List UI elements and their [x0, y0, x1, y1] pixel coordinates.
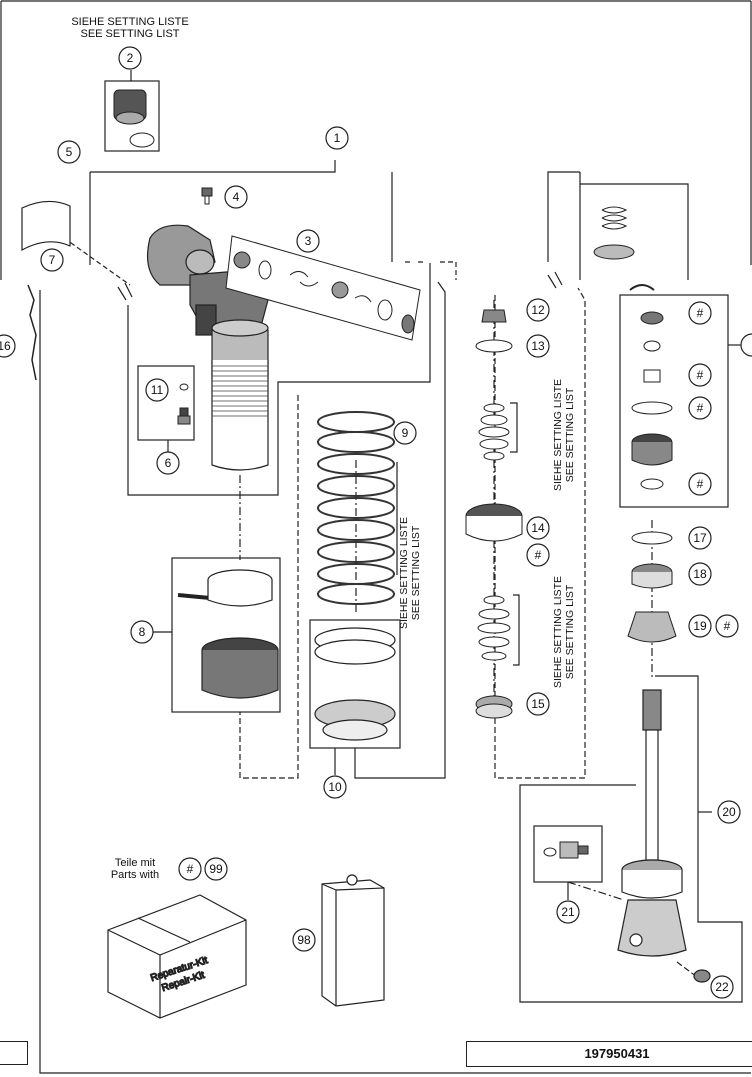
right-column-parts	[593, 206, 677, 643]
callout-2: 2	[118, 46, 142, 70]
part10-spring-seat	[314, 627, 396, 741]
legend-99: 99	[204, 857, 228, 881]
svg-text:18: 18	[693, 567, 707, 581]
svg-text:#: #	[724, 619, 731, 633]
legend-hash: #	[178, 857, 202, 881]
svg-text:#: #	[535, 548, 542, 562]
callout-22: 22	[710, 975, 734, 999]
callout-11: 11	[145, 378, 169, 402]
spring-leader	[239, 395, 299, 779]
svg-text:9: 9	[402, 426, 409, 440]
callout-20: 20	[717, 800, 741, 824]
tear-edge	[27, 284, 37, 381]
svg-text:99: 99	[209, 862, 223, 876]
svg-text:22: 22	[715, 980, 729, 994]
part8-collar	[177, 569, 279, 699]
callout-16: 16	[0, 334, 16, 358]
svg-text:8: 8	[139, 625, 146, 639]
frame-bottom	[39, 290, 751, 1074]
part21-valve	[543, 841, 589, 859]
svg-text:6: 6	[165, 456, 172, 470]
callout-18: 18	[688, 562, 712, 586]
svg-text:#: #	[697, 477, 704, 491]
callout-98: 98	[292, 928, 316, 952]
shim-stack	[465, 309, 523, 719]
part20-shaft	[617, 689, 711, 983]
svg-text:11: 11	[151, 383, 164, 397]
callout-right-hash-3: #	[688, 396, 712, 420]
svg-text:#: #	[697, 401, 704, 415]
svg-text:21: 21	[561, 905, 575, 919]
callout-7: 7	[40, 248, 64, 272]
svg-text:98: 98	[297, 933, 311, 947]
callout-5: 5	[57, 140, 81, 164]
svg-text:20: 20	[722, 805, 736, 819]
svg-text:1: 1	[334, 131, 341, 145]
group1-body	[127, 263, 431, 496]
right-group-top	[580, 183, 689, 280]
callout-right-hash-1: #	[688, 301, 712, 325]
part-number: 197950431	[466, 1041, 752, 1067]
callout-15: 15	[526, 692, 550, 716]
svg-text:10: 10	[328, 780, 342, 794]
setting-note-line1: SIEHE SETTING LISTE	[71, 16, 189, 28]
callout-17: 17	[688, 526, 712, 550]
callout-10: 10	[323, 775, 347, 799]
svg-text:16: 16	[0, 339, 11, 353]
svg-text:#: #	[697, 368, 704, 382]
kit-legend: Teile mit Parts with	[110, 857, 160, 881]
callout-right-hash-4: #	[688, 472, 712, 496]
part11-washer	[177, 383, 191, 425]
part7-sleeve	[21, 200, 71, 252]
left-box	[0, 1041, 28, 1065]
shim-leader	[494, 287, 586, 779]
part9-spring	[317, 411, 395, 605]
repair-kit-box: Reparatur-Kit Repair-Kit	[107, 894, 247, 1019]
callout-14-hash: #	[526, 543, 550, 567]
svg-text:12: 12	[531, 303, 545, 317]
callout-9: 9	[393, 421, 417, 445]
svg-text:17: 17	[693, 531, 707, 545]
callout-19-hash: #	[715, 614, 739, 638]
svg-text:7: 7	[49, 253, 56, 267]
group20-box	[519, 675, 743, 1003]
group1-top	[90, 160, 336, 173]
group6-box	[137, 365, 195, 441]
callout-3: 3	[296, 229, 320, 253]
svg-text:#: #	[187, 862, 194, 876]
group2-box	[104, 80, 160, 152]
callout-8: 8	[130, 620, 154, 644]
svg-text:13: 13	[531, 339, 545, 353]
setting-note-line2: SEE SETTING LIST	[80, 28, 180, 40]
callout-14: 14	[526, 516, 550, 540]
part1-shock-body	[147, 224, 269, 471]
callout-1: 1	[325, 126, 349, 150]
part98-can	[321, 874, 385, 1007]
svg-text:4: 4	[233, 190, 240, 204]
frame-top	[0, 0, 752, 280]
callout-right-hash-2: #	[688, 363, 712, 387]
svg-text:3: 3	[305, 234, 312, 248]
part4-screw	[201, 187, 213, 205]
callout-12: 12	[526, 298, 550, 322]
callout-21: 21	[556, 900, 580, 924]
svg-text:19: 19	[693, 619, 707, 633]
svg-text:5: 5	[66, 145, 73, 159]
setting-note-top: SIEHE SETTING LISTE SEE SETTING LIST	[60, 16, 200, 40]
part2-adjuster	[113, 89, 155, 148]
svg-text:14: 14	[531, 521, 545, 535]
callout-19: 19	[688, 614, 712, 638]
callout-4: 4	[224, 185, 248, 209]
part3-seal-strip	[225, 235, 421, 341]
callout-13: 13	[526, 334, 550, 358]
svg-text:15: 15	[531, 697, 545, 711]
group8-box	[171, 557, 281, 713]
callout-right-partial	[740, 333, 752, 357]
right-group-box	[619, 294, 729, 508]
svg-text:#: #	[697, 306, 704, 320]
callout-6: 6	[156, 451, 180, 475]
svg-text:2: 2	[127, 51, 134, 65]
